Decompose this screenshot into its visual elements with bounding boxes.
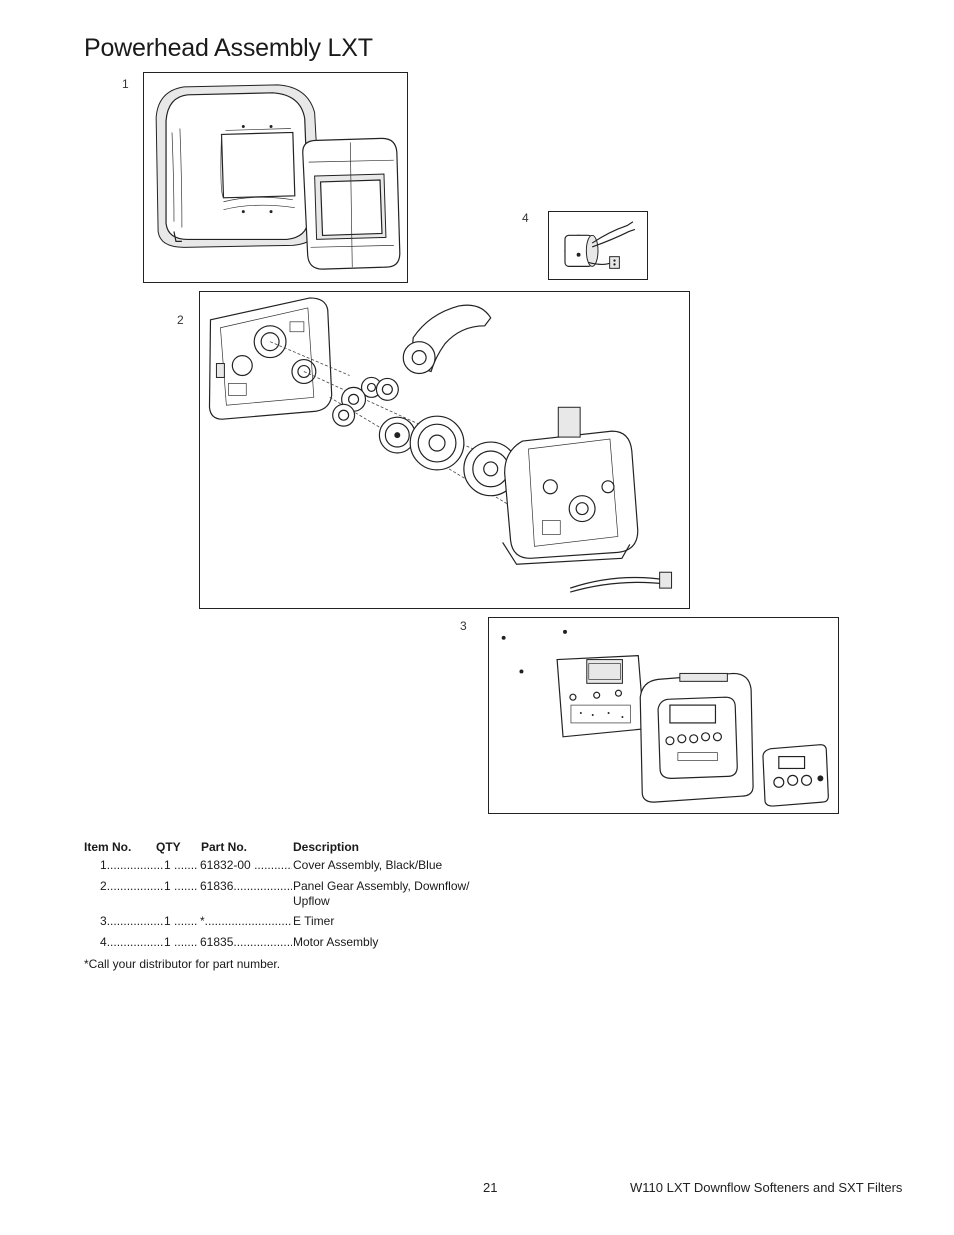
header-part-no: Part No.	[201, 840, 248, 854]
header-qty: QTY	[156, 840, 181, 854]
row-qty: 1 .......	[164, 858, 198, 872]
row-description: Cover Assembly, Black/Blue	[293, 858, 443, 872]
header-item-no: Item No.	[84, 840, 132, 854]
row-qty: 1 .......	[164, 879, 198, 893]
panel-gear-assembly-drawing	[208, 297, 673, 593]
parts-table-header: Item No. QTY Part No. Description	[84, 838, 504, 858]
cover-assembly-drawing	[155, 84, 401, 270]
callout-item-4: 4	[522, 211, 529, 225]
motor-assembly-figure	[548, 211, 648, 280]
row-part-no: 61836	[200, 879, 292, 894]
parts-footnote: *Call your distributor for part number.	[84, 957, 281, 971]
footer-document-title: W110 LXT Downflow Softeners and SXT Filt…	[630, 1180, 903, 1195]
parts-table: Item No. QTY Part No. Description 1 1 ..…	[84, 838, 504, 972]
page-title: Powerhead Assembly LXT	[84, 34, 373, 62]
table-row: 1 1 ....... 61832-00 Cover Assembly, Bla…	[84, 858, 504, 879]
cover-assembly-figure	[143, 72, 408, 283]
motor-assembly-drawing	[564, 221, 636, 269]
row-description: Panel Gear Assembly, Downflow/ Upflow	[293, 879, 470, 908]
row-item-no: 4	[100, 935, 164, 950]
row-part-no: 61832-00	[200, 858, 292, 873]
panel-gear-assembly-figure	[199, 291, 690, 609]
callout-item-2: 2	[177, 313, 184, 327]
row-description: Motor Assembly	[293, 935, 379, 949]
e-timer-figure	[488, 617, 839, 814]
table-row: 4 1 ....... 61835 Motor Assembly	[84, 935, 504, 956]
row-qty: 1 .......	[164, 935, 198, 949]
row-part-no: *	[200, 914, 292, 929]
row-item-no: 3	[100, 914, 164, 929]
callout-item-3: 3	[460, 619, 467, 633]
header-description: Description	[293, 840, 360, 854]
table-row: 2 1 ....... 61836 Panel Gear Assembly, D…	[84, 879, 504, 914]
table-row: 3 1 ....... * E Timer	[84, 914, 504, 935]
page-number: 21	[483, 1180, 498, 1195]
row-item-no: 1	[100, 858, 164, 873]
callout-item-1: 1	[122, 77, 129, 91]
row-description: E Timer	[293, 914, 335, 928]
row-item-no: 2	[100, 879, 164, 894]
row-qty: 1 .......	[164, 914, 198, 928]
row-part-no: 61835	[200, 935, 292, 950]
e-timer-drawing	[501, 629, 829, 807]
